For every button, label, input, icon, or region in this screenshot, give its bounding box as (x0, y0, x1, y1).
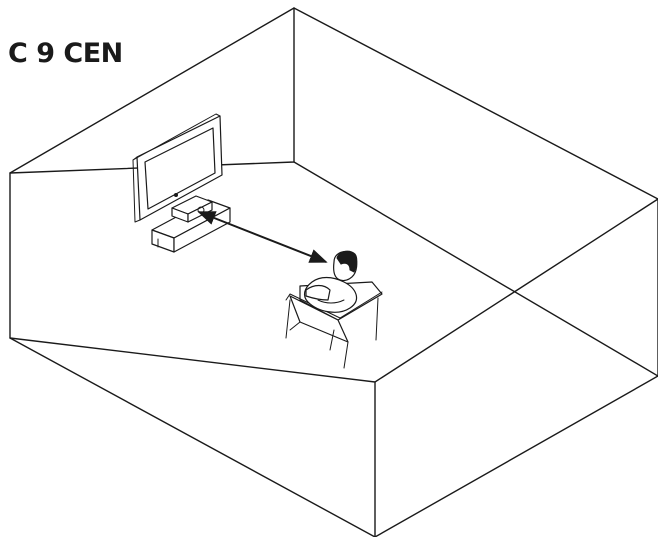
room-walls (9, 7, 658, 537)
diagram-title: C 9 CEN (8, 38, 123, 69)
seated-person (303, 250, 358, 313)
listening-arrow (197, 211, 328, 263)
television (132, 113, 223, 223)
tv-logo-icon (174, 193, 178, 197)
